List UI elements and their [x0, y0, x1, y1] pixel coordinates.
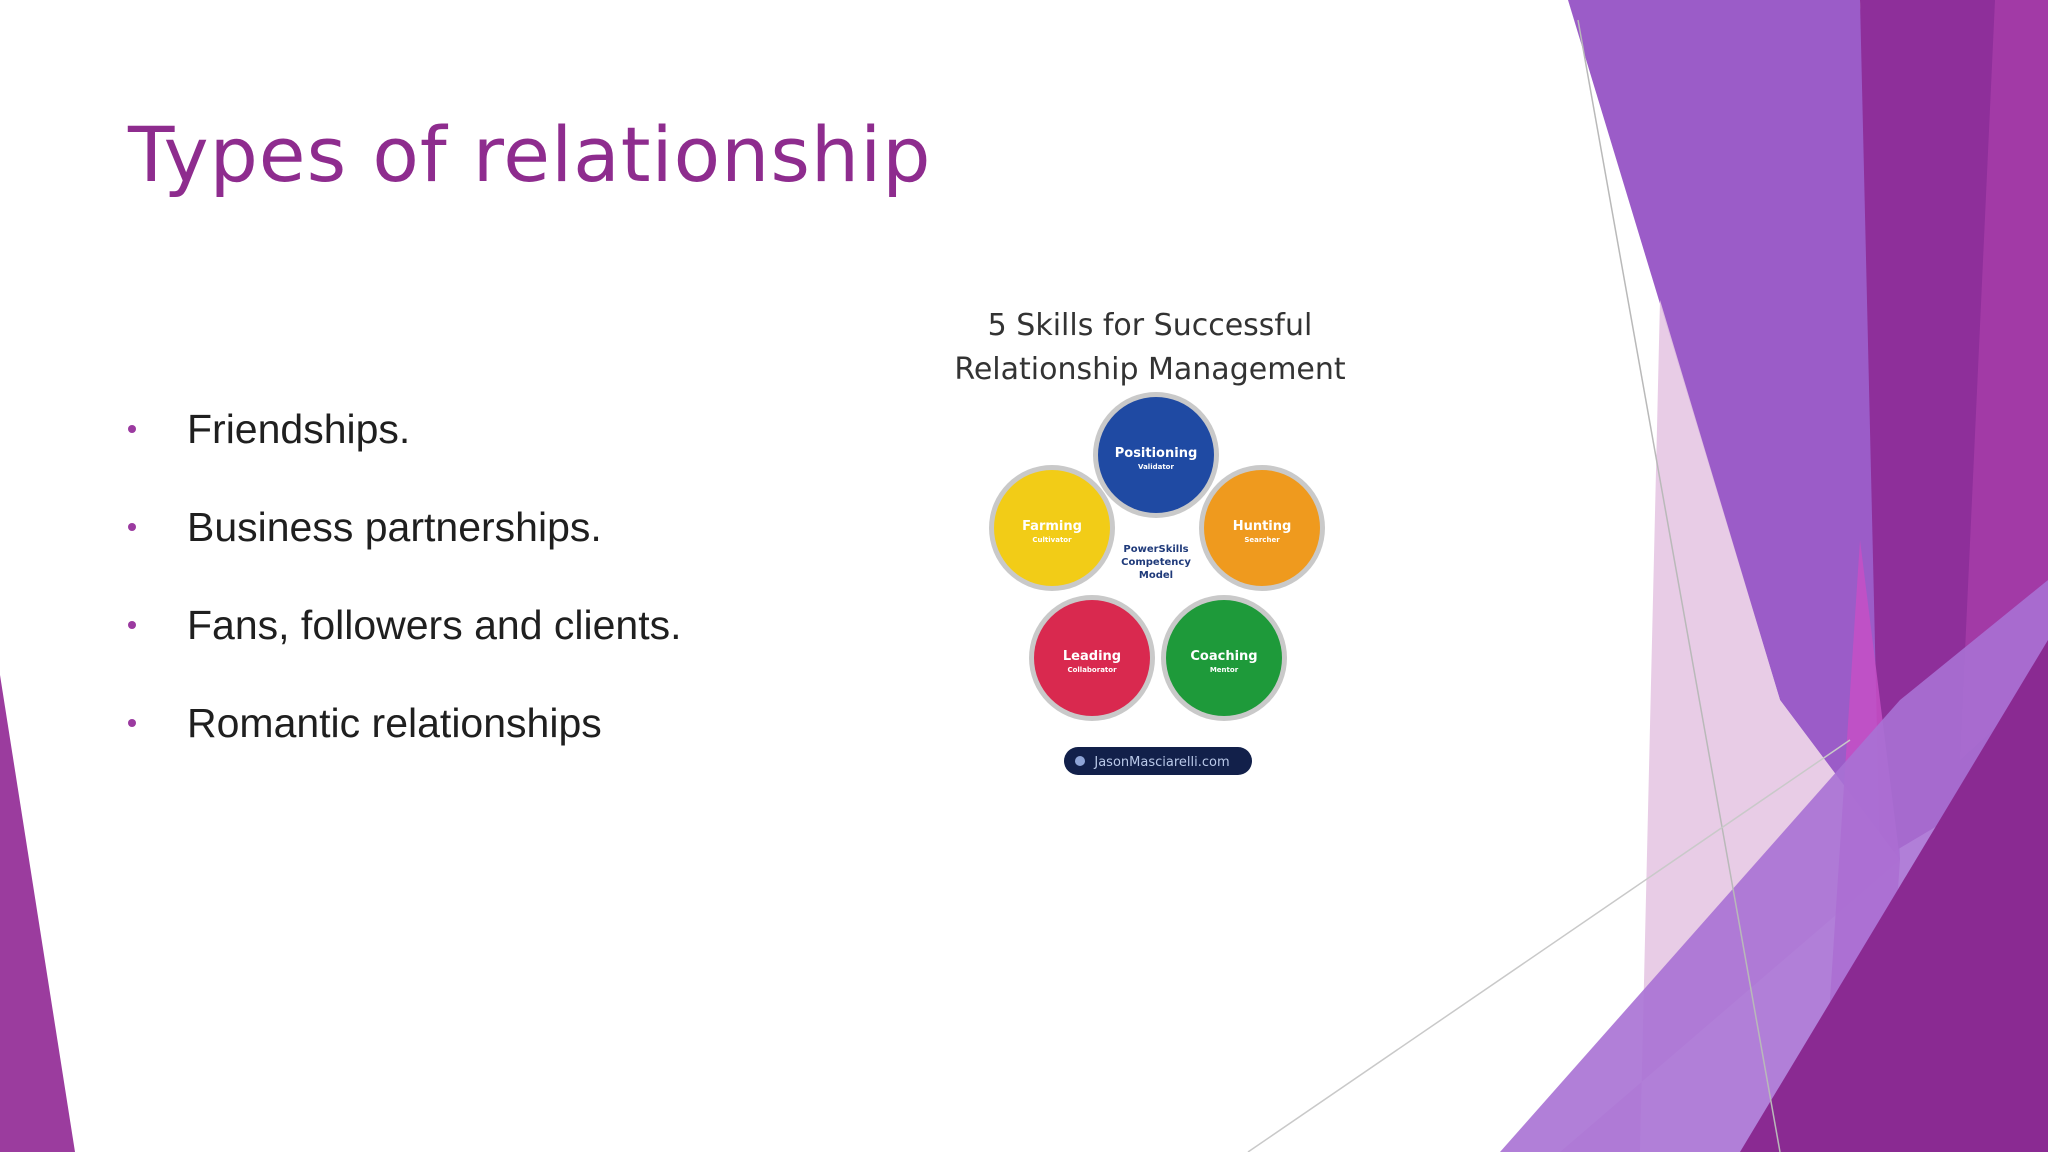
bullet-text: Fans, followers and clients. — [187, 601, 682, 648]
skill-label-coaching: Coaching — [1190, 649, 1257, 664]
right-light-pink — [1560, 300, 1900, 1152]
skill-label-leading: Leading — [1063, 649, 1121, 664]
skill-label-hunting: Hunting — [1233, 519, 1292, 534]
bullet-text: Friendships. — [187, 405, 411, 452]
bullet-dot — [128, 621, 136, 629]
skill-circle-hunting — [1204, 470, 1320, 586]
bullet-dot — [128, 425, 136, 433]
right-magenta-strip — [1960, 0, 2048, 760]
skill-circle-farming — [994, 470, 1110, 586]
skill-sublabel-farming: Cultivator — [1032, 536, 1072, 544]
skill-circle-positioning — [1098, 397, 1214, 513]
website-badge — [1064, 747, 1252, 775]
bullet-dot — [128, 719, 136, 727]
bullet-dot — [128, 523, 136, 531]
website-badge-text: JasonMasciarelli.com — [1093, 755, 1229, 770]
deco-line-2 — [1247, 739, 1851, 1152]
skills-diagram: PositioningValidatorHuntingSearcherCoach… — [989, 392, 1325, 775]
center-label-3: Model — [1139, 570, 1173, 581]
user-icon — [1075, 756, 1085, 766]
bullet-text: Romantic relationships — [187, 699, 602, 746]
list-item: Romantic relationships — [128, 674, 682, 772]
figure-title: 5 Skills for Successful Relationship Man… — [940, 304, 1360, 392]
list-item: Business partnerships. — [128, 478, 682, 576]
center-label-1: PowerSkills — [1123, 544, 1188, 555]
slide-title: Types of relationship — [128, 110, 932, 199]
bullet-list: Friendships. Business partnerships. Fans… — [128, 380, 682, 772]
skill-sublabel-hunting: Searcher — [1244, 536, 1280, 544]
skill-sublabel-coaching: Mentor — [1210, 666, 1239, 674]
left-edge-triangle — [0, 675, 75, 1152]
deco-line-1 — [1577, 19, 1781, 1152]
skill-sublabel-leading: Collaborator — [1067, 666, 1117, 674]
skill-circle-coaching — [1166, 600, 1282, 716]
skill-circle-leading — [1034, 600, 1150, 716]
right-lower-purple — [1740, 640, 2048, 1152]
figure-title-line1: 5 Skills for Successful — [987, 308, 1313, 343]
bullet-text: Business partnerships. — [187, 503, 602, 550]
skills-figure: 5 Skills for Successful Relationship Man… — [940, 290, 1360, 800]
skill-label-farming: Farming — [1022, 519, 1082, 534]
list-item: Fans, followers and clients. — [128, 576, 682, 674]
right-violet-band — [1568, 0, 1900, 860]
skill-label-positioning: Positioning — [1115, 446, 1198, 461]
figure-title-line2: Relationship Management — [954, 352, 1346, 387]
skill-sublabel-positioning: Validator — [1138, 463, 1174, 471]
list-item: Friendships. — [128, 380, 682, 478]
center-label-2: Competency — [1121, 557, 1191, 568]
